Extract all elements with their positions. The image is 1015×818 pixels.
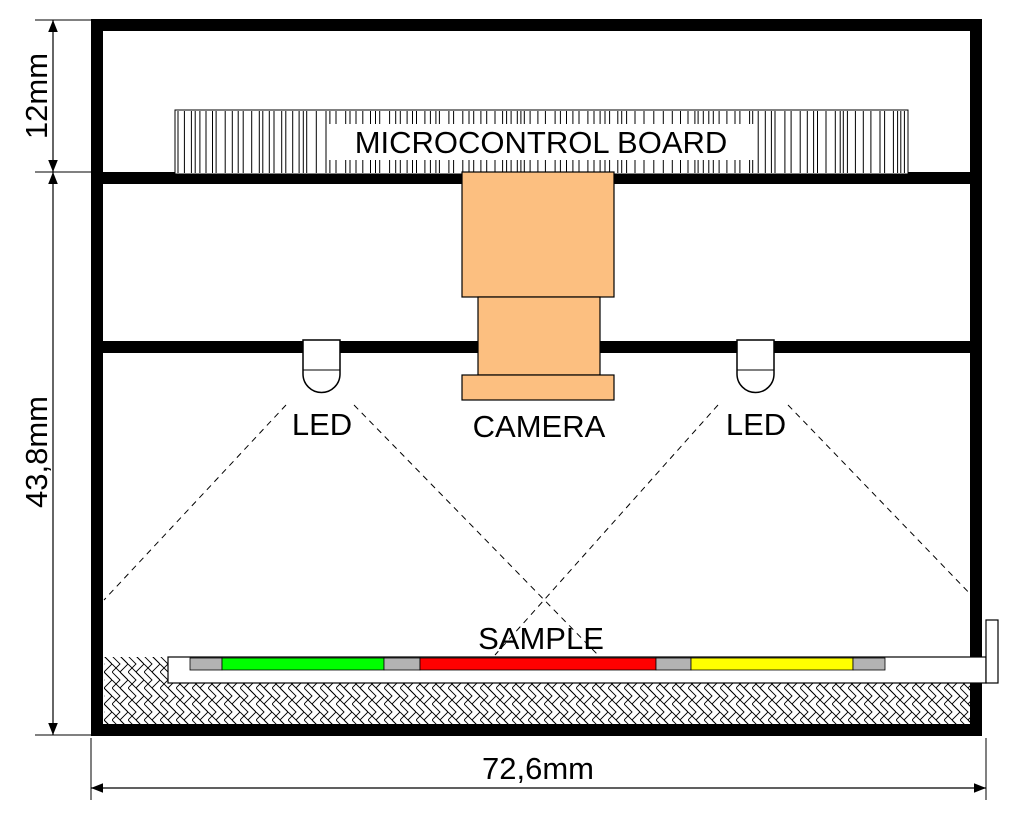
dim-width-label: 72,6mm — [482, 751, 594, 786]
strip-gap — [852, 657, 886, 671]
led-left-ray-inner — [353, 404, 599, 656]
led-right-ray-inner — [494, 404, 719, 656]
led-right-icon — [736, 339, 775, 394]
camera-body — [461, 171, 615, 298]
sample-label: SAMPLE — [478, 621, 604, 656]
camera-label: CAMERA — [473, 409, 606, 444]
led-right-label: LED — [726, 407, 786, 442]
camera-lens-barrel — [477, 296, 601, 376]
strip-gap — [383, 657, 421, 671]
camera: CAMERA — [461, 171, 615, 444]
led-right-ray-outer — [787, 404, 977, 601]
enclosure-frame — [91, 19, 982, 736]
led-left-ray-outer — [103, 404, 287, 601]
board-label-bg — [328, 124, 756, 160]
led-left-label: LED — [292, 407, 352, 442]
led-left-icon — [302, 339, 341, 394]
dimension-width: 72,6mm — [90, 738, 987, 800]
sample-strip — [189, 657, 886, 671]
dimension-top: 12mm — [19, 19, 97, 173]
strip-gap — [655, 657, 692, 671]
board-label: MICROCONTROL BOARD — [355, 125, 728, 160]
led-right: LED — [726, 339, 786, 442]
strip-pad-red — [419, 657, 657, 671]
dimension-main: 43,8mm — [19, 172, 97, 736]
dim-main-label: 43,8mm — [19, 396, 54, 508]
strip-gap — [189, 657, 223, 671]
strip-pad-green — [221, 657, 385, 671]
dim-top-label: 12mm — [19, 53, 54, 139]
light-cones — [103, 404, 977, 656]
strip-pad-yellow — [690, 657, 854, 671]
platform-stop — [985, 619, 999, 684]
led-left: LED — [292, 339, 352, 442]
microcontrol-board: MICROCONTROL BOARD — [174, 109, 909, 175]
camera-lens-front — [461, 374, 615, 401]
